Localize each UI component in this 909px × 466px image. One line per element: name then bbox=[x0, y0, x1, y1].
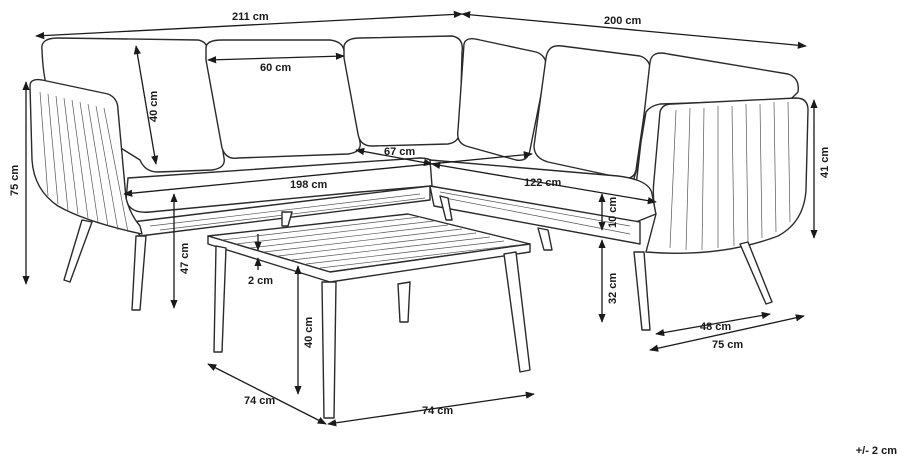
label-seat-corner-depth: 67 cm bbox=[384, 146, 415, 158]
back-cushion-4 bbox=[456, 37, 547, 161]
table-slats bbox=[221, 216, 519, 269]
tolerance-note: +/- 2 cm bbox=[855, 445, 897, 457]
label-cushion-width: 60 cm bbox=[260, 62, 291, 74]
label-table-top-thickness: 2 cm bbox=[248, 275, 273, 287]
label-table-width: 74 cm bbox=[422, 405, 453, 417]
label-back-cushion-height: 40 cm bbox=[148, 91, 160, 122]
label-arm-depth: 48 cm bbox=[700, 321, 731, 333]
back-cushion-3 bbox=[343, 35, 463, 147]
label-seat-thickness: 10 cm bbox=[607, 197, 619, 228]
back-cushion-5 bbox=[533, 45, 651, 180]
coffee-table-drawing bbox=[207, 213, 531, 419]
wicker-texture bbox=[149, 191, 631, 235]
label-arm-height: 41 cm bbox=[819, 147, 831, 178]
dimension-labels: 211 cm 200 cm 60 cm 40 cm 67 cm 198 cm 1… bbox=[9, 11, 831, 417]
label-table-depth: 74 cm bbox=[244, 395, 275, 407]
label-right-seat-length: 122 cm bbox=[524, 177, 562, 189]
label-table-height: 40 cm bbox=[303, 317, 315, 348]
label-overall-right-width: 200 cm bbox=[604, 15, 642, 27]
table-top-edge bbox=[207, 235, 531, 283]
label-overall-left-width: 211 cm bbox=[232, 11, 269, 23]
corner-sofa-drawing bbox=[29, 35, 809, 331]
left-armrest-texture bbox=[39, 91, 129, 233]
label-left-seat-length: 198 cm bbox=[290, 179, 328, 191]
right-armrest bbox=[645, 97, 809, 254]
label-total-height: 75 cm bbox=[9, 165, 21, 196]
label-seat-height: 47 cm bbox=[179, 243, 191, 274]
dimension-lines bbox=[22, 10, 818, 427]
right-armrest-texture bbox=[669, 101, 791, 251]
label-leg-height: 32 cm bbox=[607, 273, 619, 304]
label-side-depth: 75 cm bbox=[712, 339, 743, 351]
table-legs bbox=[213, 245, 531, 419]
sofa-legs bbox=[63, 195, 773, 331]
